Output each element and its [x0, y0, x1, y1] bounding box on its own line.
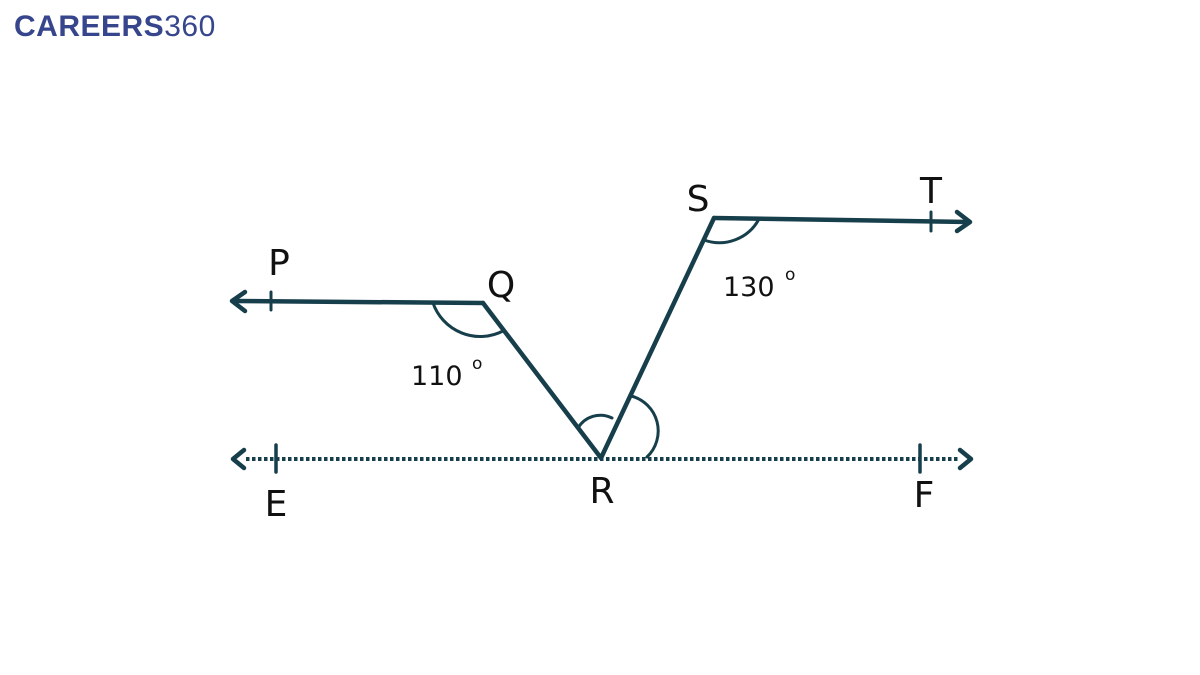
arrowhead-f [957, 447, 974, 471]
arc-angle-qrs [576, 413, 614, 430]
ray-st [711, 215, 972, 225]
angle-label-130: 130 [723, 272, 775, 303]
logo-number: 360 [164, 10, 216, 43]
label-r: R [589, 471, 614, 512]
arrowhead-t [954, 209, 973, 234]
label-t: T [919, 171, 943, 212]
angle-label-110: 110 [411, 361, 463, 392]
label-s: S [687, 179, 710, 220]
arc-angle-s [702, 217, 761, 245]
arc-angle-sre [629, 394, 660, 459]
careers360-logo: CAREERS360 [14, 8, 216, 46]
segment-qr [480, 300, 604, 461]
angle-degree-130: o [785, 265, 795, 285]
arrowhead-e [230, 447, 247, 471]
segment-rs [598, 215, 717, 461]
angle-degree-110: o [472, 354, 482, 374]
logo-wordmark: CAREERS [14, 10, 165, 43]
label-q: Q [487, 265, 515, 306]
arrowhead-p [229, 289, 248, 314]
arc-angle-q [431, 301, 505, 338]
label-p: P [268, 243, 290, 284]
label-e: E [265, 484, 288, 525]
ray-qp [230, 298, 486, 306]
label-f: F [914, 475, 935, 516]
